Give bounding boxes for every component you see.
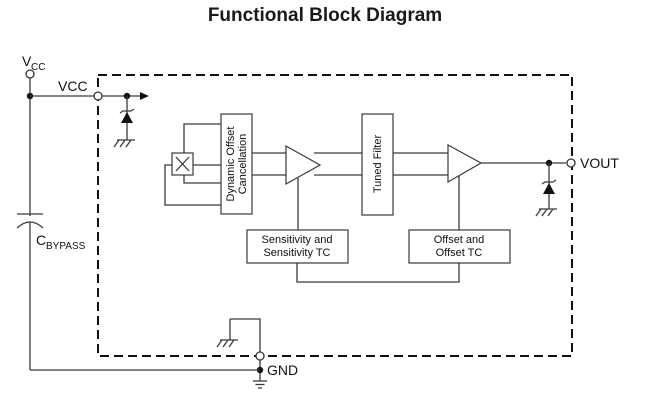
ground-icon: [253, 380, 267, 389]
arrow-icon: [140, 92, 149, 100]
tuned-filter-block: [361, 113, 394, 216]
cbypass-label: C: [36, 232, 46, 248]
tuned-filter-label: Tuned Filter: [372, 135, 384, 194]
vcc-pin-label: VCC: [58, 78, 88, 94]
vcc-supply-subscript: CC: [31, 62, 45, 73]
vcc-supply-terminal: V CC: [22, 53, 45, 79]
hall-wire: [164, 164, 221, 206]
gnd-pin-label: GND: [267, 362, 298, 378]
cbypass-subscript: BYPASS: [46, 241, 86, 252]
gnd-pin: [255, 351, 265, 361]
dynamic-offset-label-line1: Dynamic Offset: [225, 127, 237, 202]
hall-cross-icon: [175, 156, 190, 172]
ground-icon: [535, 208, 557, 217]
internal-ground-wire: [230, 318, 261, 352]
amplifier-1: [285, 144, 322, 186]
amplifier-2: [447, 143, 483, 184]
sensitivity-label-line2: Sensitivity TC: [263, 247, 330, 259]
zener-diode-icon: [541, 163, 557, 209]
trim-link-wire: [296, 263, 460, 283]
hall-wire: [183, 123, 221, 153]
hall-wire: [183, 175, 221, 184]
vcc-supply-label: V: [22, 53, 32, 69]
offset-label-line1: Offset and: [434, 234, 485, 246]
offset-block: [408, 229, 511, 264]
sensitivity-label-line1: Sensitivity and: [262, 234, 333, 246]
ic-boundary: [97, 74, 573, 357]
vout-pin-label: VOUT: [580, 155, 619, 171]
vout-pin: [566, 158, 576, 168]
ground-icon: [113, 139, 135, 148]
offset-label-line2: Offset TC: [436, 247, 483, 259]
dynamic-offset-cancellation-block: [220, 113, 253, 215]
vcc-pin: [93, 91, 103, 101]
ground-icon: [216, 319, 238, 348]
zener-diode-icon: [119, 96, 135, 140]
dynamic-offset-label-line2: Cancellation: [237, 134, 249, 195]
diagram-title: Functional Block Diagram: [207, 5, 443, 26]
